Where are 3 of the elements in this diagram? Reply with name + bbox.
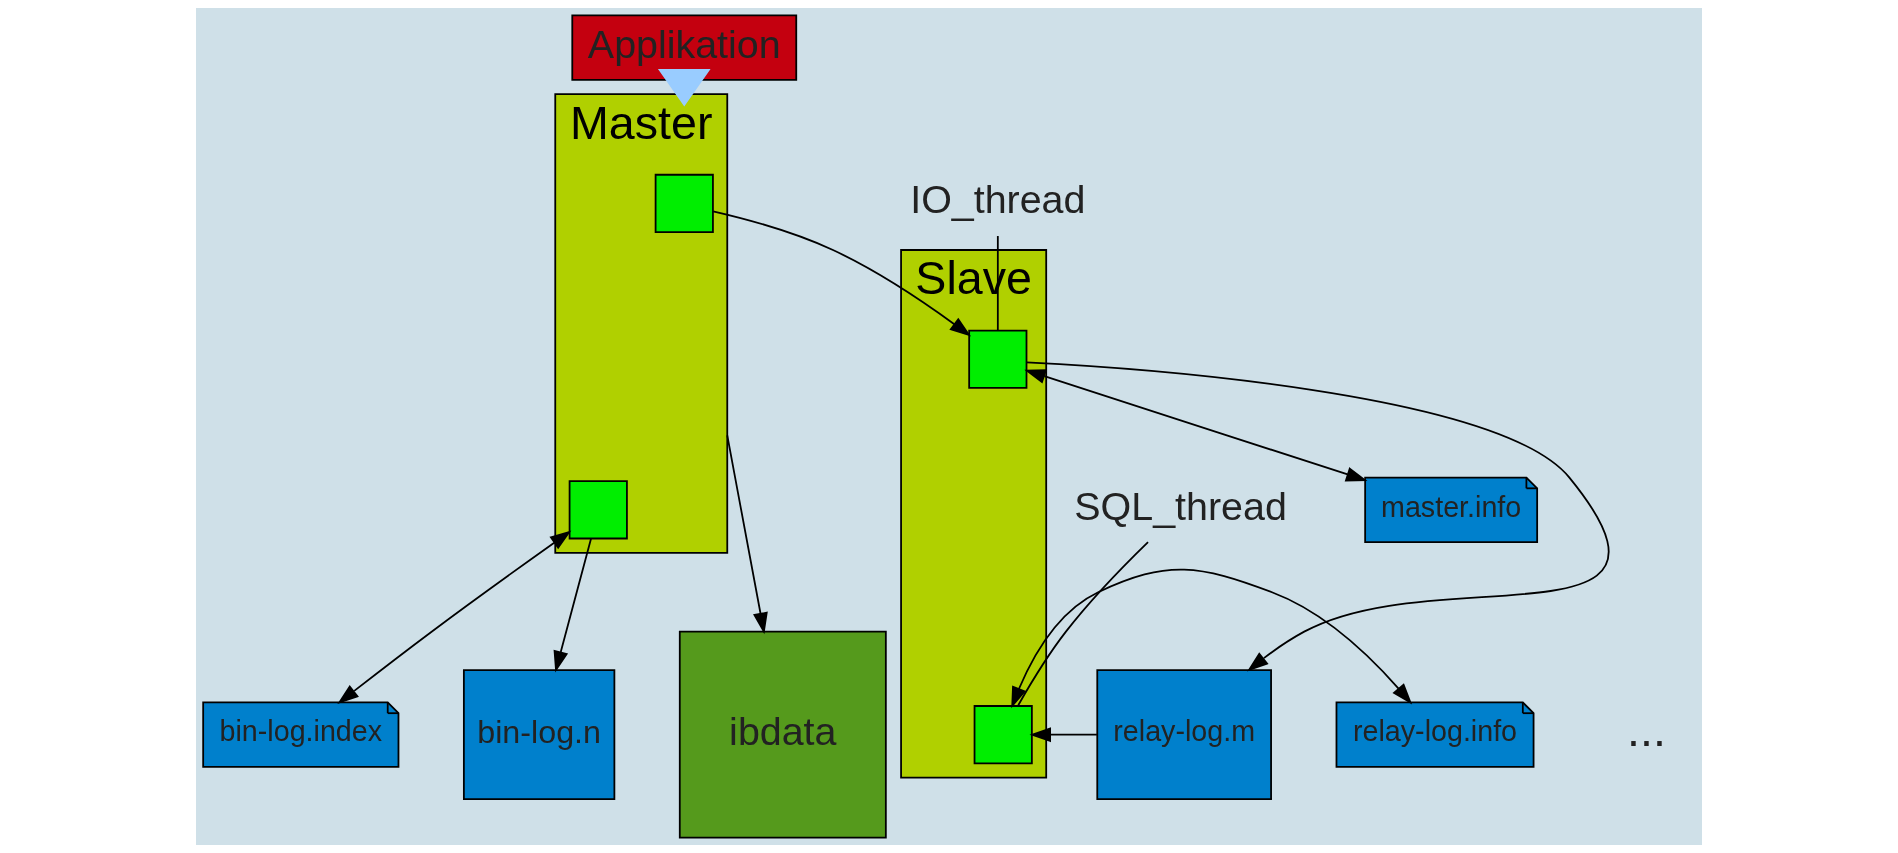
node-text: IO_thread bbox=[910, 177, 1086, 222]
label: ... bbox=[1627, 703, 1666, 756]
node-text: SQL_thread bbox=[1074, 483, 1287, 528]
